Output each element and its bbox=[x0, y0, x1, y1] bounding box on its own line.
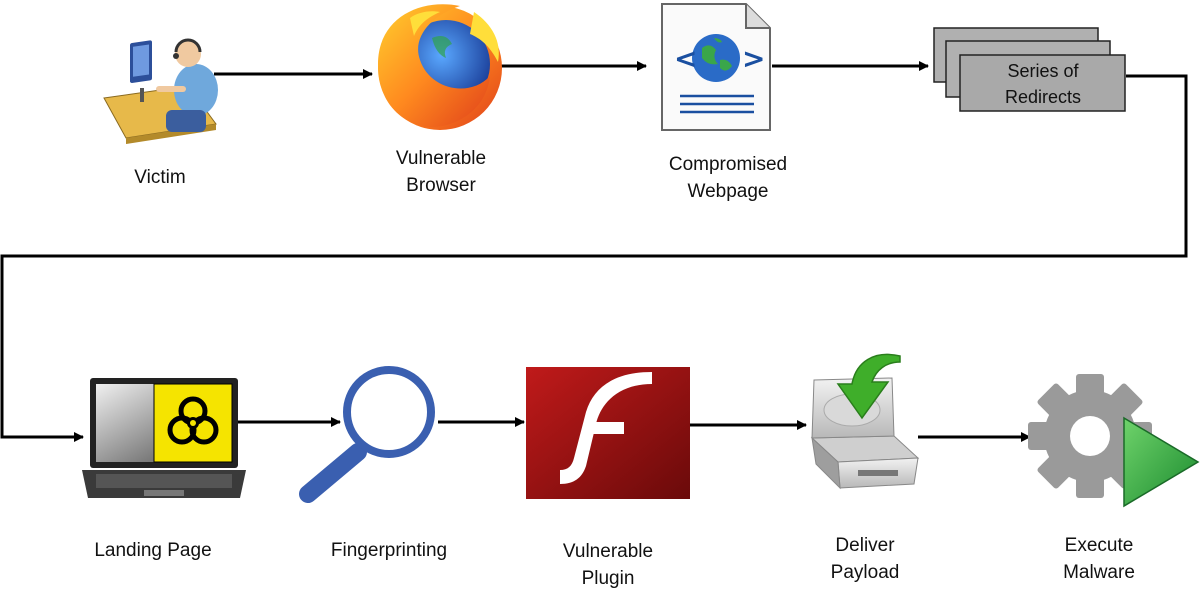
webpage-document-icon: < > bbox=[661, 3, 771, 131]
landing-label-line1: Landing Page bbox=[94, 540, 212, 561]
fingerprinting-label-line1: Fingerprinting bbox=[330, 540, 448, 561]
svg-text:>: > bbox=[742, 42, 765, 75]
hard-drive-download-icon bbox=[810, 353, 920, 490]
laptop-biohazard-icon bbox=[82, 378, 246, 498]
plugin-label-line2: Plugin bbox=[581, 568, 635, 589]
connectors bbox=[0, 61, 1188, 442]
plugin-label: Vulnerable Plugin bbox=[563, 538, 653, 592]
payload-label: Deliver Payload bbox=[831, 532, 900, 586]
plugin-label-line1: Vulnerable bbox=[562, 541, 654, 562]
svg-text:<: < bbox=[674, 42, 697, 75]
gear-play-icon bbox=[1028, 374, 1200, 508]
fingerprinting-label: Fingerprinting bbox=[331, 537, 447, 564]
flash-plugin-icon bbox=[526, 367, 690, 499]
payload-label-line2: Payload bbox=[830, 562, 900, 583]
browser-label: Vulnerable Browser bbox=[396, 145, 486, 199]
landing-label: Landing Page bbox=[94, 537, 211, 564]
arrow-redirects-to-landing bbox=[0, 74, 1188, 442]
browser-label-line2: Browser bbox=[406, 175, 476, 196]
redirects-label-line1: Series of bbox=[1007, 61, 1079, 81]
webpage-label-line1: Compromised bbox=[668, 154, 788, 175]
browser-label-line1: Vulnerable bbox=[395, 148, 487, 169]
malware-label: Execute Malware bbox=[1063, 532, 1135, 586]
victim-label: Victim bbox=[134, 164, 185, 191]
person-at-computer-icon bbox=[103, 38, 218, 144]
malware-label-line1: Execute bbox=[1064, 535, 1134, 556]
firefox-browser-icon bbox=[378, 4, 502, 130]
payload-label-line1: Deliver bbox=[835, 535, 895, 556]
webpage-label-line2: Webpage bbox=[687, 181, 769, 202]
malware-label-line2: Malware bbox=[1063, 562, 1135, 583]
redirects-label-line2: Redirects bbox=[1005, 87, 1081, 107]
victim-label-line1: Victim bbox=[134, 167, 186, 188]
magnifier-icon bbox=[299, 366, 435, 503]
stacked-pages-icon bbox=[933, 27, 1126, 112]
webpage-label: Compromised Webpage bbox=[669, 151, 787, 205]
